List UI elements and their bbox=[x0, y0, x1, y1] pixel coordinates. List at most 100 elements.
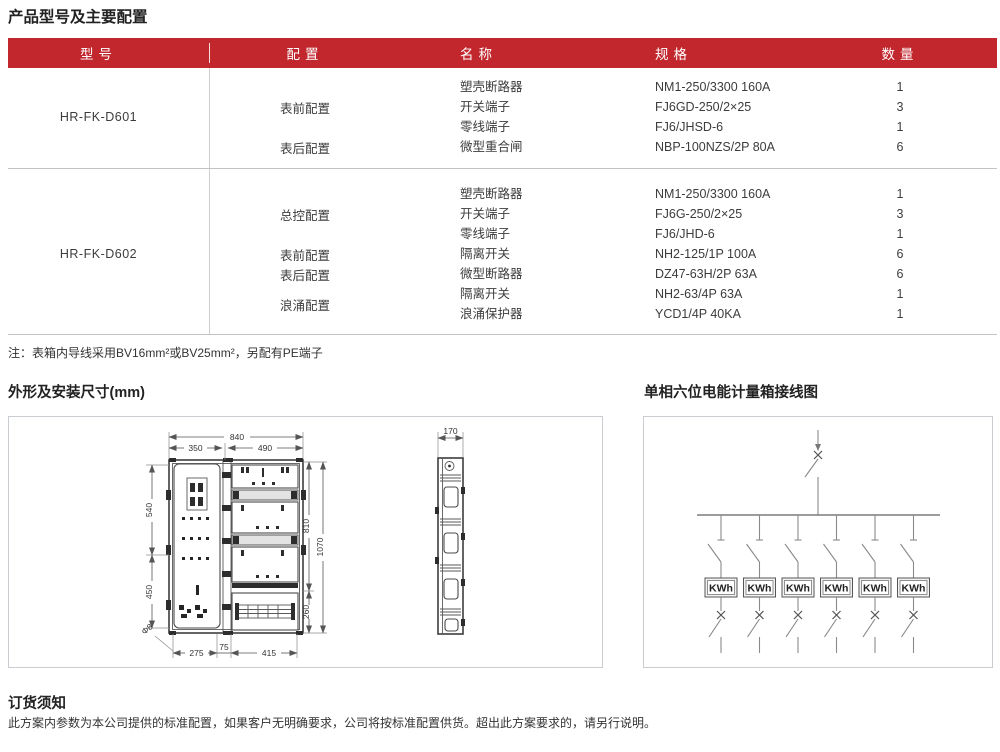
row-spacer bbox=[940, 169, 997, 334]
config-label: 表前配置 bbox=[279, 248, 330, 263]
dim-foot-left: 275 bbox=[189, 648, 203, 658]
meter-branch: KWh bbox=[704, 515, 738, 653]
item-spec: FJ6/JHSD-6 bbox=[655, 120, 724, 134]
dim-total-height: 1070 bbox=[315, 537, 325, 556]
item-qty: 1 bbox=[896, 187, 904, 201]
dim-foot-right: 415 bbox=[262, 648, 276, 658]
qty-column: 1 3 1 6 bbox=[860, 68, 940, 168]
item-name: 塑壳断路器 bbox=[460, 80, 523, 94]
meter-label: KWh bbox=[863, 583, 887, 595]
meter-branch: KWh bbox=[897, 515, 930, 653]
config-cell: 总控配置表前配置表后配置浪涌配置 bbox=[210, 169, 460, 334]
meter-branches: KWh KWh KWh KWh KWh KWh bbox=[704, 515, 930, 653]
ordering-title: 订货须知 bbox=[8, 696, 66, 712]
item-name: 隔离开关 bbox=[460, 287, 511, 301]
dim-upper-height: 540 bbox=[144, 503, 154, 517]
door-vents bbox=[179, 517, 209, 618]
wiring-diagram: KWh KWh KWh KWh KWh KWh bbox=[697, 430, 940, 653]
item-qty: 1 bbox=[896, 227, 904, 241]
config-label: 表后配置 bbox=[279, 141, 330, 156]
item-qty: 6 bbox=[896, 140, 904, 154]
dimension-drawing-panel: 840 350 490 540 450 bbox=[8, 416, 603, 668]
header-model: 型号 bbox=[8, 43, 210, 63]
table-footnote: 注：表箱内导线采用BV16mm²或BV25mm²，另配有PE端子 bbox=[8, 346, 323, 360]
name-column: 塑壳断路器开关端子零线端子微型重合闸 bbox=[460, 68, 655, 168]
page-title: 产品型号及主要配置 bbox=[8, 9, 148, 26]
meter-label: KWh bbox=[902, 583, 926, 595]
config-label: 总控配置 bbox=[279, 208, 330, 223]
side-view: 170 bbox=[435, 426, 465, 635]
item-name: 塑壳断路器 bbox=[460, 187, 523, 201]
dim-depth: 170 bbox=[443, 426, 457, 436]
item-name: 零线端子 bbox=[460, 227, 511, 241]
meter-label: KWh bbox=[786, 583, 810, 595]
ordering-text: 此方案内参数为本公司提供的标准配置，如果客户无明确要求，公司将按标准配置供货。超… bbox=[8, 716, 657, 730]
wiring-diagram-panel: KWh KWh KWh KWh KWh KWh bbox=[643, 416, 993, 668]
item-qty: 3 bbox=[896, 207, 904, 221]
item-spec: NM1-250/3300 160A bbox=[655, 187, 771, 201]
item-qty: 6 bbox=[896, 247, 904, 261]
row-spacer bbox=[940, 68, 997, 168]
meter-branch: KWh bbox=[820, 515, 853, 653]
meter-label: KWh bbox=[709, 583, 733, 595]
spec-table-header: 型号 配置 名称 规格 数量 bbox=[8, 38, 997, 68]
item-spec: YCD1/4P 40KA bbox=[655, 307, 741, 321]
item-spec: NM1-250/3300 160A bbox=[655, 80, 771, 94]
item-qty: 3 bbox=[896, 100, 904, 114]
item-qty: 1 bbox=[896, 307, 904, 321]
item-name: 开关端子 bbox=[460, 100, 511, 114]
dimensions-section-title: 外形及安装尺寸(mm) bbox=[8, 385, 145, 401]
model-cell: HR-FK-D601 bbox=[8, 68, 210, 168]
dim-total-width: 840 bbox=[230, 432, 244, 442]
name-column: 塑壳断路器开关端子零线端子隔离开关微型断路器隔离开关浪涌保护器 bbox=[460, 169, 655, 334]
dim-bottom-height: 260 bbox=[301, 605, 311, 619]
dim-left-width: 350 bbox=[188, 443, 202, 453]
item-qty: 1 bbox=[896, 80, 904, 94]
dim-foot-mid: 75 bbox=[219, 642, 229, 652]
item-spec: FJ6G-250/2×25 bbox=[655, 207, 743, 221]
config-label: 浪涌配置 bbox=[279, 298, 330, 313]
header-name: 名称 bbox=[460, 47, 497, 62]
dim-hole: Φ8 bbox=[139, 621, 154, 636]
header-qty: 数量 bbox=[881, 47, 919, 62]
model-cell: HR-FK-D602 bbox=[8, 169, 210, 334]
dimension-drawing: 840 350 490 540 450 bbox=[139, 426, 465, 658]
header-config: 配置 bbox=[286, 47, 324, 62]
item-qty: 6 bbox=[896, 267, 904, 281]
dim-inner-height: 810 bbox=[301, 519, 311, 533]
item-qty: 1 bbox=[896, 287, 904, 301]
meter-branch: KWh bbox=[743, 515, 776, 653]
front-view bbox=[166, 458, 306, 635]
meter-label: KWh bbox=[748, 583, 772, 595]
item-name: 隔离开关 bbox=[460, 247, 511, 261]
item-spec: DZ47-63H/2P 63A bbox=[655, 267, 757, 281]
item-spec: NH2-63/4P 63A bbox=[655, 287, 743, 301]
item-name: 浪涌保护器 bbox=[460, 307, 523, 321]
item-qty: 1 bbox=[896, 120, 904, 134]
item-spec: NBP-100NZS/2P 80A bbox=[655, 140, 775, 154]
meter-plates bbox=[231, 464, 299, 631]
config-cell: 表前配置表后配置 bbox=[210, 68, 460, 168]
item-spec: FJ6/JHD-6 bbox=[655, 227, 715, 241]
meter-label: KWh bbox=[825, 583, 849, 595]
qty-column: 1 3 1 6 6 1 1 bbox=[860, 169, 940, 334]
config-label: 表前配置 bbox=[279, 101, 330, 116]
config-label: 表后配置 bbox=[279, 268, 330, 283]
dim-lower-height: 450 bbox=[144, 585, 154, 599]
incoming-feeder bbox=[804, 430, 823, 515]
header-spec: 规格 bbox=[655, 47, 692, 62]
dim-right-width: 490 bbox=[258, 443, 272, 453]
item-name: 开关端子 bbox=[460, 207, 511, 221]
dimension-annotations: 840 350 490 540 450 bbox=[139, 432, 327, 658]
item-spec: FJ6GD-250/2×25 bbox=[655, 100, 752, 114]
wiring-section-title: 单相六位电能计量箱接线图 bbox=[644, 385, 818, 401]
meter-branch: KWh bbox=[781, 515, 815, 653]
meter-branch: KWh bbox=[858, 515, 892, 653]
